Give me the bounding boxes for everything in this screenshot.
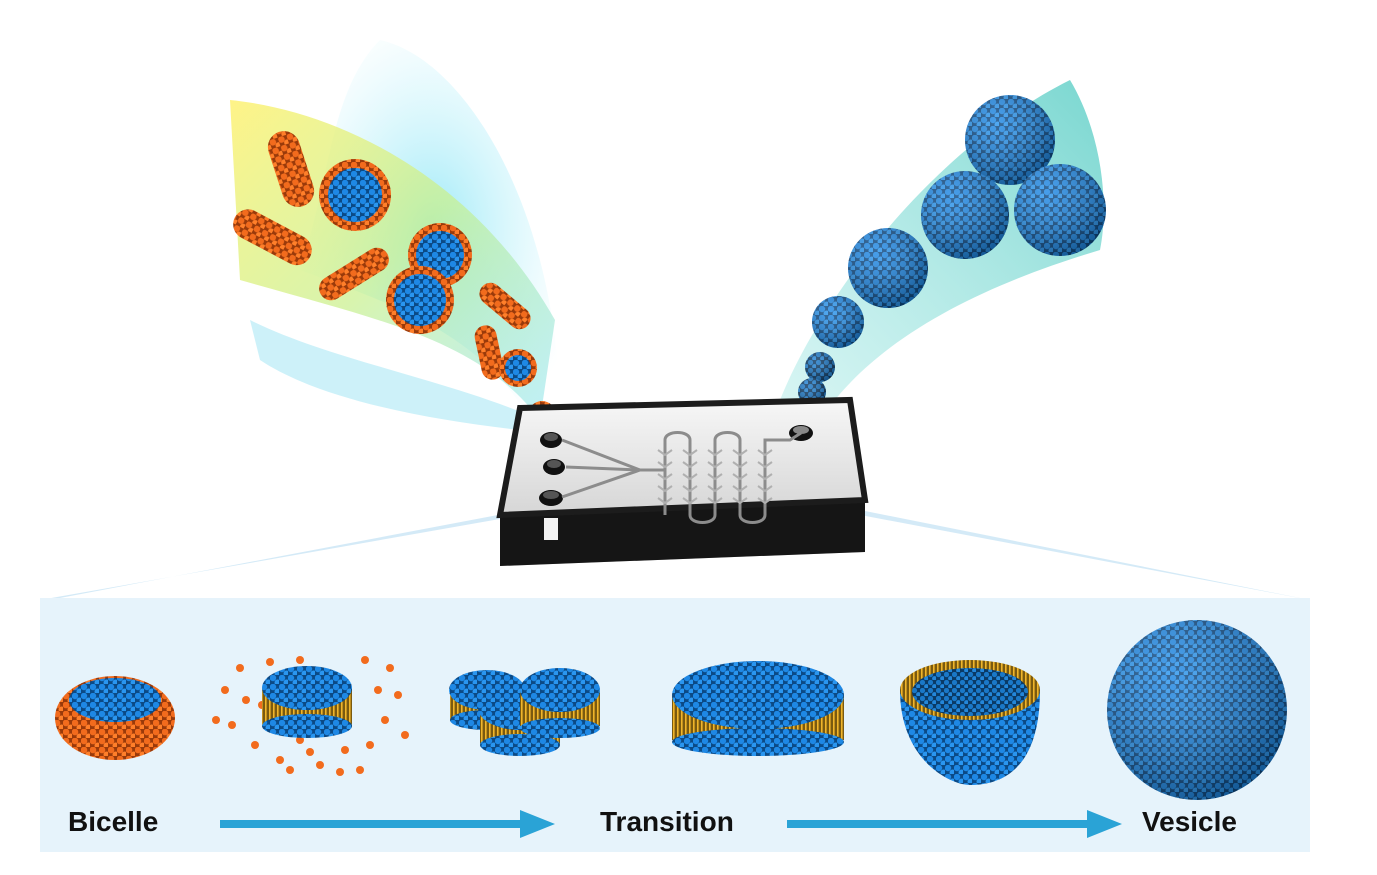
bicelle-detergent-release	[212, 656, 409, 776]
curving-bilayer-bowl	[900, 660, 1040, 785]
bicelle-rod	[233, 209, 312, 266]
microfluidic-chip	[496, 396, 869, 566]
vesicle-sphere	[812, 296, 864, 348]
vesicle-particles	[794, 95, 1106, 430]
label-vesicle: Vesicle	[1142, 806, 1237, 837]
transition-panel	[40, 598, 1310, 852]
label-transition: Transition	[600, 806, 734, 837]
vesicle-sphere	[805, 352, 835, 382]
right-arrow-icon	[220, 810, 555, 838]
inlet-port	[540, 432, 562, 448]
vesicle-sphere	[1014, 164, 1106, 256]
bicelle-rod	[479, 282, 531, 330]
inlet-port	[543, 459, 565, 475]
bicelle-structure	[55, 676, 175, 760]
fusing-bilayer-discs	[449, 668, 600, 756]
bicelle-rod	[474, 325, 504, 380]
vesicle-sphere	[848, 228, 928, 308]
inlet-port	[539, 490, 563, 506]
herringbone-mixer	[657, 449, 773, 505]
bicelle-rod	[267, 131, 315, 207]
mixing-channel	[561, 431, 802, 524]
zoom-guide-lines	[40, 490, 1310, 600]
bicelle-rod	[319, 247, 389, 301]
vesicle-sphere	[965, 95, 1055, 185]
vesicle-structure	[1107, 620, 1287, 800]
right-arrow-icon	[787, 810, 1122, 838]
vesicle-sphere	[921, 171, 1009, 259]
label-bicelle: Bicelle	[68, 806, 159, 837]
large-bilayer-disc	[672, 661, 844, 756]
